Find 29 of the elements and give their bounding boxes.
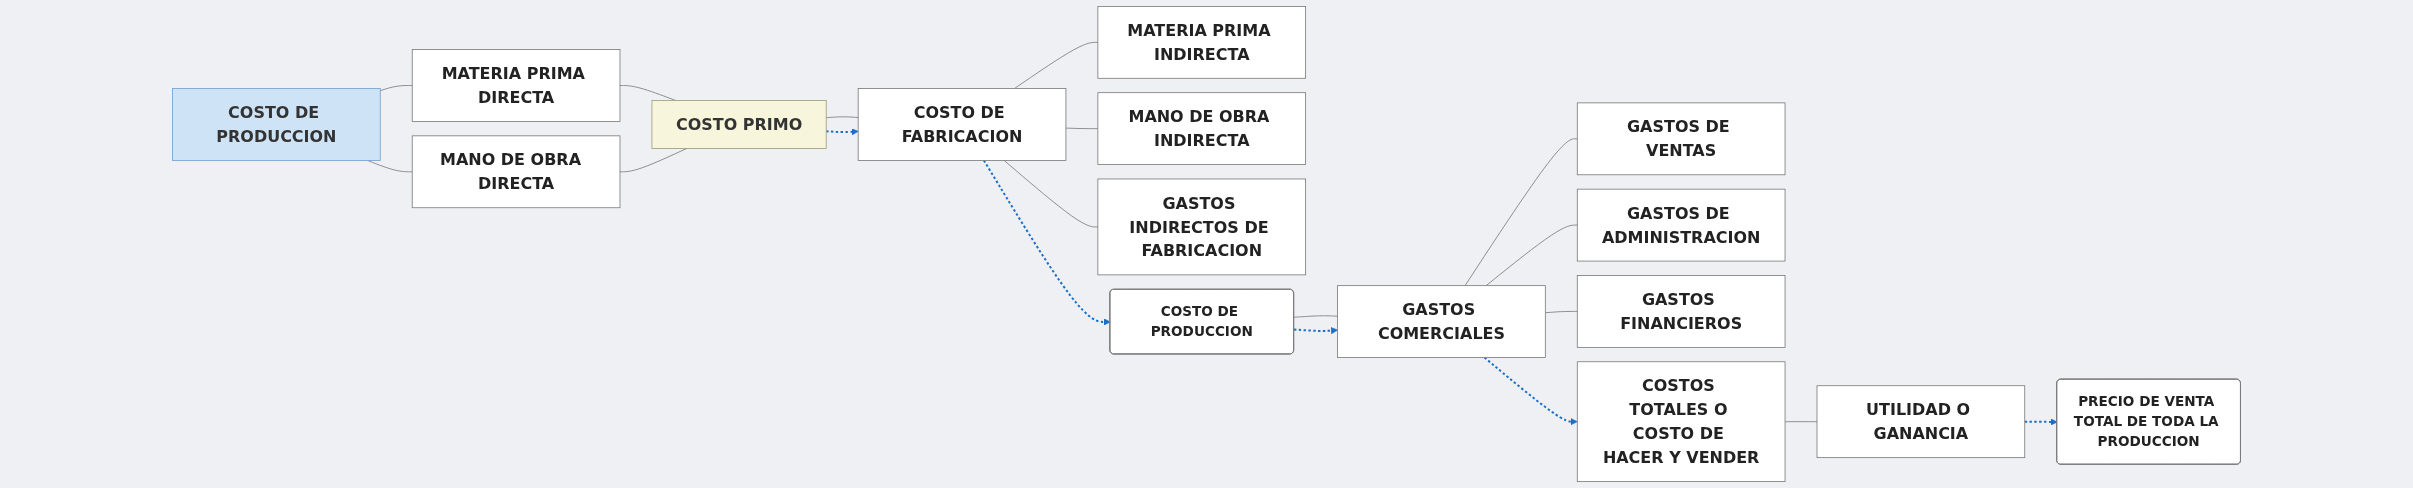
node-box: MANO DE OBRA INDIRECTA — [1097, 92, 1306, 165]
connector — [1003, 159, 1099, 228]
arrow — [1293, 327, 1338, 335]
node-box: COSTO DE PRODUCCION — [172, 88, 381, 161]
node-box: UTILIDAD O GANANCIA — [1816, 385, 2026, 459]
connector — [1014, 41, 1099, 89]
connector — [825, 116, 859, 119]
arrow — [825, 128, 859, 136]
connector — [379, 85, 413, 92]
node-box: COSTO DE FABRICACION — [857, 88, 1067, 161]
node-box: GASTOS COMERCIALES — [1337, 285, 1546, 358]
connector — [1784, 421, 1818, 423]
arrow — [982, 159, 1111, 326]
node-box: MANO DE OBRA DIRECTA — [411, 135, 621, 209]
node-box: GASTOS DE VENTAS — [1576, 102, 1786, 176]
arrow — [2023, 418, 2058, 426]
node-box: COSTO PRIMO — [651, 100, 827, 149]
connector — [1464, 138, 1578, 287]
node-box: GASTOS INDIRECTOS DE FABRICACION — [1097, 178, 1306, 276]
node-box: COSTOS TOTALES O COSTO DE HACER Y VENDER — [1576, 361, 1786, 482]
connector — [1293, 315, 1339, 318]
connector — [1544, 310, 1578, 314]
connector — [1485, 224, 1578, 287]
arrow — [1483, 356, 1578, 426]
node-box: MATERIA PRIMA INDIRECTA — [1097, 6, 1306, 79]
node-box: GASTOS FINANCIEROS — [1576, 275, 1786, 348]
node-box: GASTOS DE ADMINISTRACION — [1576, 188, 1786, 262]
node-box: MATERIA PRIMA DIRECTA — [411, 49, 621, 122]
connector — [1065, 127, 1099, 130]
